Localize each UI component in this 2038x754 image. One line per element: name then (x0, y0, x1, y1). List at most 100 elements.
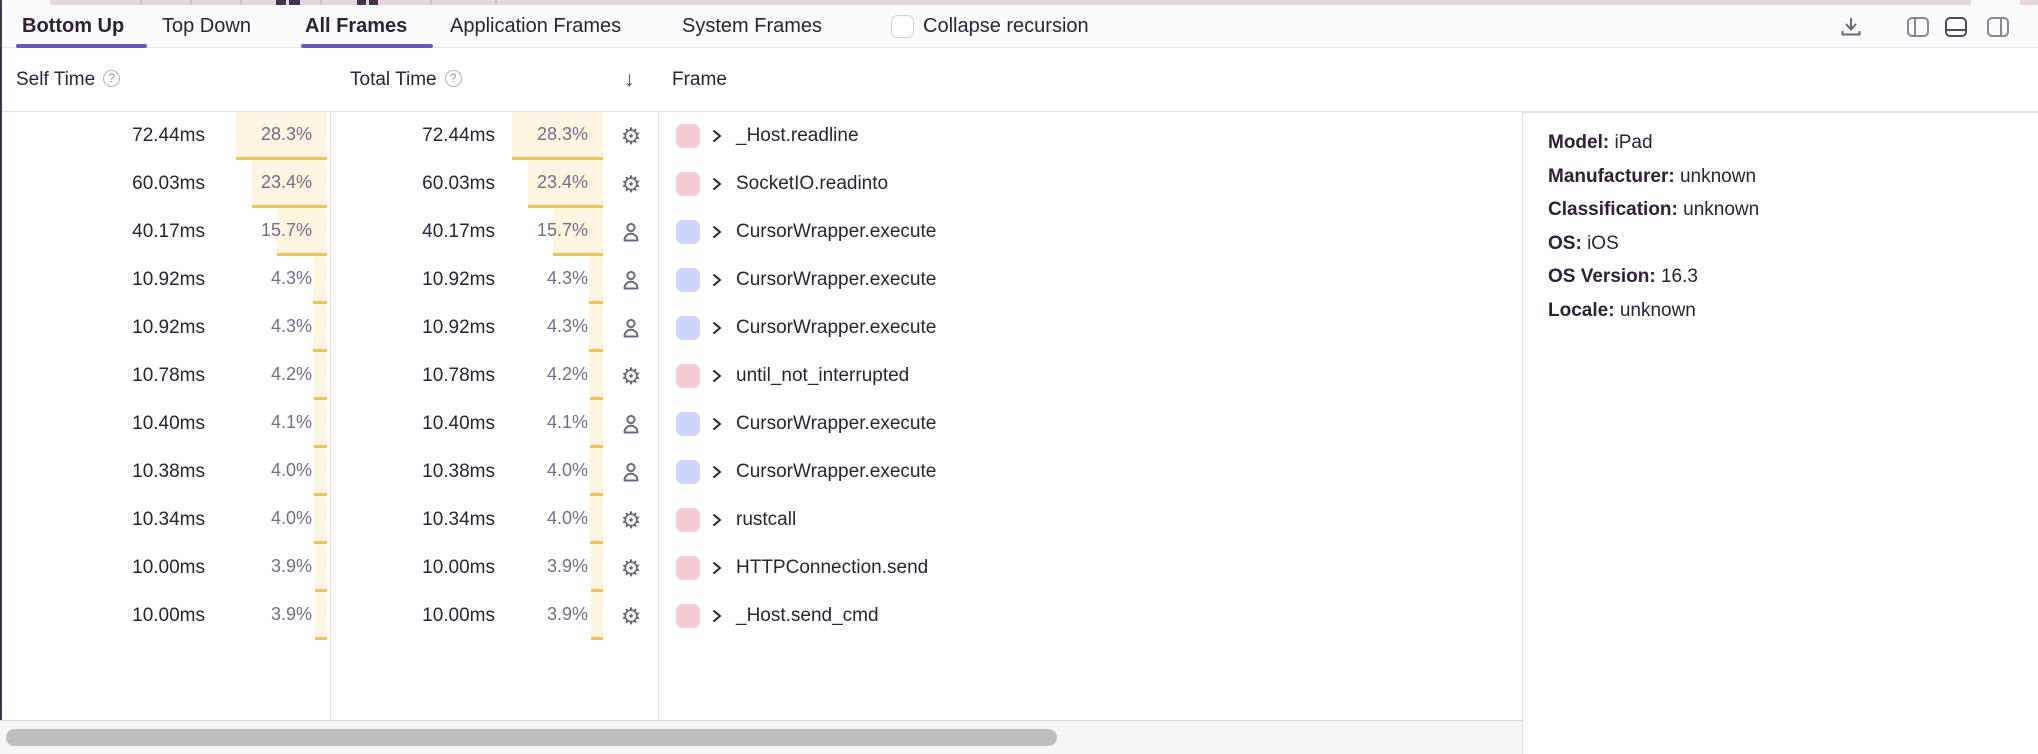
total-time-percent: 4.3% (546, 316, 588, 336)
gear-icon: ⚙ (620, 123, 642, 149)
collapse-recursion-label[interactable]: Collapse recursion (923, 15, 1089, 37)
chevron-right-icon[interactable] (710, 369, 723, 383)
self-time-value: 10.00ms (132, 605, 205, 626)
gear-icon: ⚙ (620, 507, 642, 533)
user-icon (623, 222, 639, 242)
frame-name: CursorWrapper.execute (736, 413, 937, 434)
total-time-percent-bar: 4.0% (547, 448, 603, 496)
chevron-right-icon[interactable] (710, 513, 723, 527)
panel-bottom-icon[interactable] (1943, 14, 1969, 40)
panel-right-icon[interactable] (1985, 14, 2011, 40)
frame-color-swatch (676, 172, 700, 196)
frame-column-header[interactable]: Frame (672, 69, 727, 90)
self-time-percent-bar: 4.0% (271, 496, 327, 544)
chevron-right-icon[interactable] (710, 321, 723, 335)
tab-bottom-up-underline (16, 44, 147, 48)
tab-top-down[interactable]: Top Down (162, 15, 251, 37)
total-time-percent: 4.0% (546, 460, 588, 480)
table-row[interactable]: 10.00ms 3.9% 10.00ms 3.9% ⚙ HTTPConnecti… (0, 544, 1522, 592)
panel-header-divider (1523, 112, 2038, 113)
self-time-value: 10.00ms (132, 557, 205, 578)
environment-detail-line: OS: iOS (1548, 227, 1759, 261)
self-time-value: 10.40ms (132, 413, 205, 434)
self-time-label: Self Time (16, 69, 96, 90)
table-row[interactable]: 10.40ms 4.1% 10.40ms 4.1% ⚙ CursorWrappe… (0, 400, 1522, 448)
panel-left-icon[interactable] (1905, 14, 1931, 40)
collapse-recursion-checkbox[interactable] (891, 15, 914, 38)
scrollbar-thumb[interactable] (6, 729, 1057, 746)
column-divider (658, 48, 659, 720)
total-time-percent-bar: 15.7% (537, 208, 603, 256)
table-row[interactable]: 40.17ms 15.7% 40.17ms 15.7% ⚙ CursorWrap… (0, 208, 1522, 256)
gear-icon: ⚙ (620, 363, 642, 389)
frame-color-swatch (676, 268, 700, 292)
frame-name: _Host.send_cmd (736, 605, 879, 626)
table-row[interactable]: 10.92ms 4.3% 10.92ms 4.3% ⚙ CursorWrappe… (0, 256, 1522, 304)
tab-system-frames[interactable]: System Frames (682, 15, 823, 37)
sort-descending-icon[interactable]: ↓ (624, 68, 635, 91)
help-icon[interactable]: ? (103, 69, 121, 87)
tab-all-frames[interactable]: All Frames (305, 15, 408, 37)
self-time-percent: 4.1% (270, 412, 312, 432)
total-time-percent-bar: 3.9% (547, 592, 603, 640)
chevron-right-icon[interactable] (710, 129, 723, 143)
tab-application-frames[interactable]: Application Frames (450, 15, 622, 37)
detail-label: Model: (1548, 132, 1615, 153)
table-row[interactable]: 60.03ms 23.4% 60.03ms 23.4% ⚙ SocketIO.r… (0, 160, 1522, 208)
frame-color-swatch (676, 364, 700, 388)
self-time-percent-bar: 23.4% (252, 160, 327, 208)
minimap-segment (1971, 0, 2020, 5)
frame-color-swatch (676, 316, 700, 340)
self-time-percent-bar: 4.3% (271, 304, 327, 352)
self-time-column-header[interactable]: Self Time? (16, 48, 121, 112)
total-time-percent: 4.3% (546, 268, 588, 288)
self-time-value: 10.78ms (132, 365, 205, 386)
detail-value: unknown (1619, 299, 1696, 321)
environment-detail-line: Model: iPad (1548, 126, 1759, 160)
chevron-right-icon[interactable] (710, 465, 723, 479)
window-left-edge (0, 0, 2, 720)
self-time-value: 10.92ms (132, 269, 205, 290)
self-time-percent-bar: 3.9% (271, 544, 327, 592)
self-time-percent-bar: 28.3% (236, 112, 327, 160)
chevron-right-icon[interactable] (710, 225, 723, 239)
detail-value: unknown (1683, 199, 1760, 220)
gear-icon: ⚙ (620, 603, 642, 629)
detail-label: OS Version: (1548, 266, 1661, 287)
frame-color-swatch (676, 604, 700, 628)
chevron-right-icon[interactable] (710, 273, 723, 287)
total-time-value: 40.17ms (422, 221, 495, 242)
frame-table-rows: 72.44ms 28.3% 72.44ms 28.3% ⚙ _Host.read… (0, 112, 1522, 640)
total-time-column-header[interactable]: Total Time? (350, 48, 462, 112)
chevron-right-icon[interactable] (710, 177, 723, 191)
chevron-right-icon[interactable] (710, 417, 723, 431)
frame-name: rustcall (736, 509, 797, 530)
total-time-percent-bar: 4.3% (547, 304, 603, 352)
table-row[interactable]: 10.00ms 3.9% 10.00ms 3.9% ⚙ _Host.send_c… (0, 592, 1522, 640)
help-icon[interactable]: ? (444, 69, 462, 87)
table-row[interactable]: 10.38ms 4.0% 10.38ms 4.0% ⚙ CursorWrappe… (0, 448, 1522, 496)
download-icon[interactable] (1838, 14, 1864, 40)
total-time-percent: 3.9% (546, 604, 588, 624)
frame-name: SocketIO.readinto (736, 173, 889, 194)
table-row[interactable]: 10.78ms 4.2% 10.78ms 4.2% ⚙ until_not_in… (0, 352, 1522, 400)
minimap-mark (369, 0, 378, 5)
self-time-percent-bar: 4.3% (271, 256, 327, 304)
tab-bottom-up[interactable]: Bottom Up (22, 15, 125, 37)
self-time-value: 40.17ms (132, 221, 205, 242)
table-row[interactable]: 10.34ms 4.0% 10.34ms 4.0% ⚙ rustcall (0, 496, 1522, 544)
table-row[interactable]: 72.44ms 28.3% 72.44ms 28.3% ⚙ _Host.read… (0, 112, 1522, 160)
chevron-right-icon[interactable] (710, 561, 723, 575)
flamegraph-minimap[interactable] (0, 0, 2038, 5)
chevron-right-icon[interactable] (710, 609, 723, 623)
table-row[interactable]: 10.92ms 4.3% 10.92ms 4.3% ⚙ CursorWrappe… (0, 304, 1522, 352)
self-time-value: 10.34ms (132, 509, 205, 530)
environment-detail-line: Locale: unknown (1548, 294, 1759, 328)
total-time-value: 10.34ms (422, 509, 495, 530)
detail-label: Locale: (1548, 299, 1620, 321)
self-time-percent-bar: 4.2% (271, 352, 327, 400)
self-time-percent: 4.0% (270, 508, 312, 528)
horizontal-scrollbar[interactable] (0, 720, 1522, 754)
total-time-percent-bar: 28.3% (512, 112, 603, 160)
table-header: Self Time? Total Time? ↓ Frame (0, 48, 2038, 112)
